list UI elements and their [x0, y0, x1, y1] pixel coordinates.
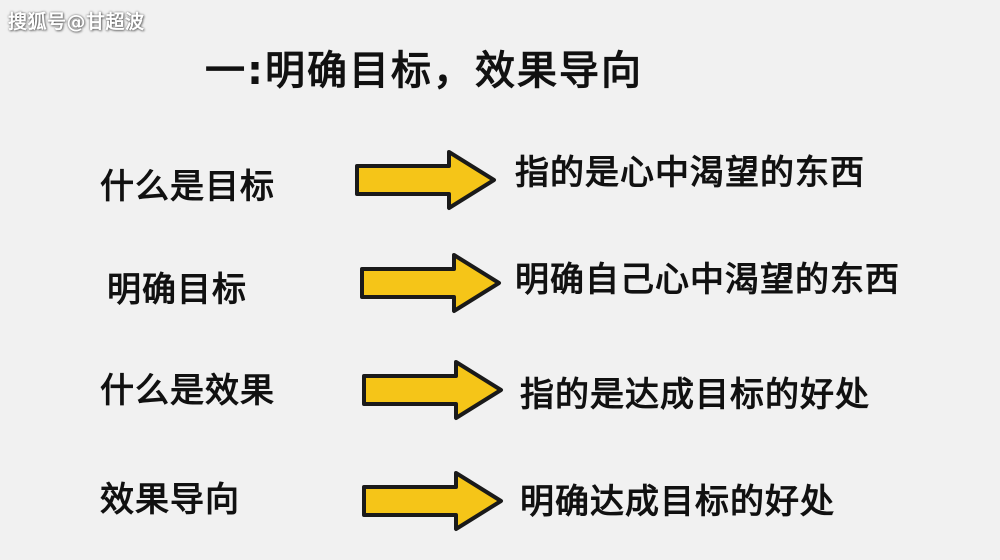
definition-text: 明确自己心中渴望的东西: [515, 260, 900, 300]
definition-row: 什么是效果 指的是达成目标的好处: [0, 355, 1000, 435]
definition-text: 指的是心中渴望的东西: [515, 153, 865, 193]
term-label: 明确目标: [107, 270, 247, 310]
term-label: 效果导向: [100, 480, 240, 520]
term-label: 什么是目标: [100, 167, 275, 207]
watermark: 搜狐号@甘超波: [8, 11, 145, 33]
definition-text: 指的是达成目标的好处: [520, 375, 870, 415]
term-label: 什么是效果: [100, 371, 275, 411]
page-title: 一:明确目标，效果导向: [205, 48, 643, 94]
right-arrow-icon: [362, 360, 503, 420]
definition-row: 什么是目标 指的是心中渴望的东西: [0, 145, 1000, 225]
right-arrow-icon: [355, 150, 496, 210]
definition-row: 明确目标 明确自己心中渴望的东西: [0, 248, 1000, 328]
definition-row: 效果导向 明确达成目标的好处: [0, 462, 1000, 542]
right-arrow-icon: [362, 471, 503, 531]
definition-text: 明确达成目标的好处: [520, 482, 835, 522]
right-arrow-icon: [360, 253, 501, 313]
